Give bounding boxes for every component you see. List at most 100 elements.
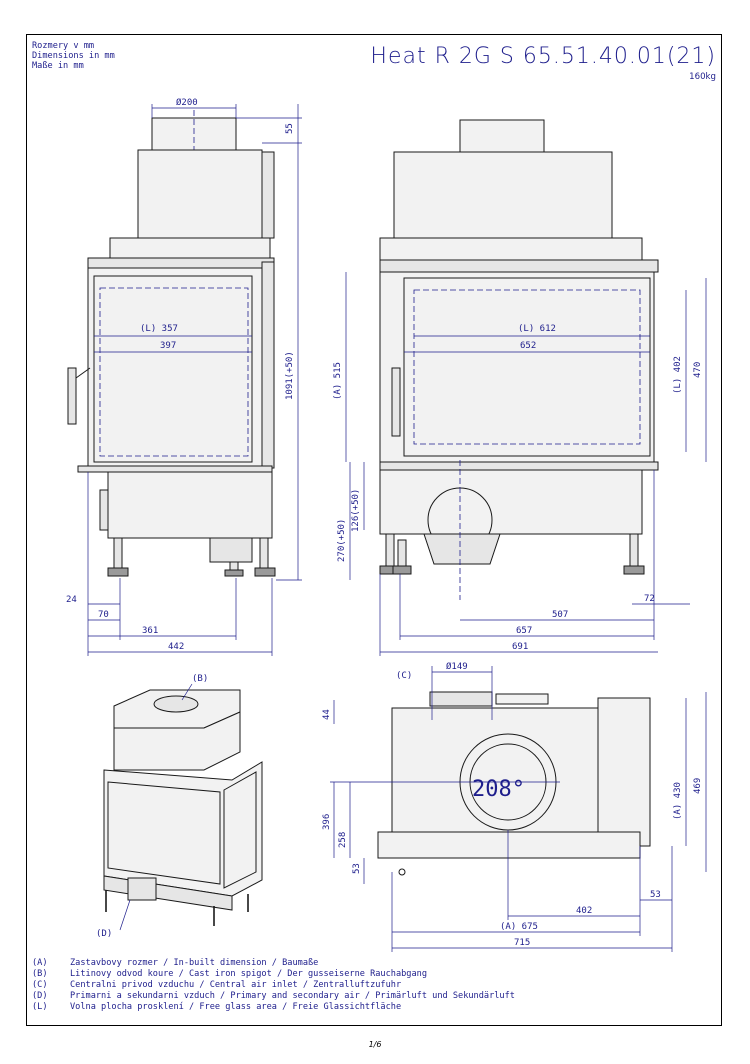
leg <box>113 537 123 569</box>
front-dim-361: 361 <box>142 626 158 636</box>
top-dim-53b: 53 <box>650 890 661 900</box>
side-l-402: (L) 402 <box>673 356 683 394</box>
legend-row-b: (B)Litinovy odvod koure / Cast iron spig… <box>32 969 427 979</box>
side-glass-width: (L) 612 <box>518 324 556 334</box>
legend-row-c: (C)Centralni privod vzduchu / Central ai… <box>32 980 402 990</box>
side-h-126: 126(+50) <box>351 489 361 532</box>
leg-foot <box>224 569 244 577</box>
front-top-55: 55 <box>285 123 295 134</box>
side-door-handle <box>391 367 401 437</box>
iso-flue <box>153 695 199 713</box>
top-dim-715: 715 <box>514 938 530 948</box>
top-side-frame <box>597 697 651 847</box>
top-bolt <box>398 868 406 876</box>
iso-b-label: (B) <box>192 674 208 684</box>
front-dim-24: 24 <box>66 595 77 605</box>
leg-foot <box>254 567 276 577</box>
front-view: Ø200 55 1091(+50) (L) 357 397 24 70 361 … <box>66 97 302 656</box>
front-air-inlet <box>209 537 253 563</box>
iso-glass-front <box>107 781 221 885</box>
side-view: (L) 612 652 (A) 515 (L) 402 470 126(+50)… <box>333 119 707 656</box>
top-front-frame <box>377 831 641 859</box>
side-base <box>379 469 643 535</box>
side-upper-frame <box>379 237 643 261</box>
front-legs <box>107 537 276 577</box>
front-glass-frame <box>93 275 253 463</box>
top-dim-258: 258 <box>338 832 348 848</box>
leg-foot <box>107 567 129 577</box>
iso-glass-side <box>223 771 257 889</box>
top-dim-44: 44 <box>322 709 332 720</box>
legend: (A)Zastavbovy rozmer / In-built dimensio… <box>32 958 515 1013</box>
model-weight: 160kg <box>689 72 716 82</box>
leg <box>397 539 407 567</box>
side-legs <box>379 533 645 575</box>
leg <box>259 537 269 569</box>
leg <box>385 533 395 567</box>
front-flue-diameter: Ø200 <box>176 97 198 108</box>
side-dim-691: 691 <box>512 642 528 652</box>
side-free-glass <box>413 289 641 445</box>
side-glass-frame <box>403 277 651 457</box>
top-a-675: (A) 675 <box>500 922 538 932</box>
top-a-430: (A) 430 <box>673 782 683 820</box>
front-handle-bracket <box>75 367 91 379</box>
side-dim-507: 507 <box>552 610 568 620</box>
iso-d-label: (D) <box>96 929 112 939</box>
top-air-inlet <box>429 691 493 707</box>
front-air-box <box>99 489 109 531</box>
leg-foot <box>392 565 412 575</box>
iso-hood <box>113 711 241 771</box>
front-firebox <box>87 267 265 469</box>
legend-row-d: (D)Primarni a sekundarni vzduch / Primar… <box>32 991 515 1001</box>
side-h-470: 470 <box>693 362 703 378</box>
units-de: Maße in mm <box>32 61 84 71</box>
leg <box>229 561 239 571</box>
side-a-515: (A) 515 <box>333 362 343 400</box>
leg-foot <box>623 565 645 575</box>
units-note: Rozmery v mm Dimensions in mm Maße in mm <box>32 41 115 71</box>
drawing-sheet-frame <box>26 34 722 1026</box>
iso-air-box <box>127 877 157 901</box>
side-h-270: 270(+50) <box>337 519 347 562</box>
model-title: Heat R 2G S 65.51.40.01(21) <box>370 44 716 69</box>
front-right-jamb <box>261 261 275 469</box>
top-flue-diameter: Ø149 <box>446 661 468 672</box>
front-base <box>107 471 273 539</box>
front-frame-lip <box>87 257 275 269</box>
side-top-hood <box>393 151 613 239</box>
isometric-view: (B) (D) <box>96 674 263 939</box>
leg <box>629 533 639 567</box>
side-bottom-rail <box>379 461 659 471</box>
leader-d <box>119 899 131 931</box>
top-dim-469: 469 <box>693 778 703 794</box>
front-upper-frame <box>109 237 271 259</box>
side-flue-collar <box>459 119 545 153</box>
page-number: 1/6 <box>368 1040 382 1049</box>
top-rear-duct <box>495 693 549 705</box>
front-width-397: 397 <box>160 341 176 351</box>
top-dim-396: 396 <box>322 814 332 830</box>
front-top-hood <box>137 149 263 239</box>
side-frame-lip <box>379 259 659 273</box>
front-height: 1091(+50) <box>285 351 295 400</box>
side-dim-72: 72 <box>644 594 655 604</box>
front-hood-side-panel <box>261 151 275 239</box>
leader-b <box>181 683 193 701</box>
front-dim-70: 70 <box>98 610 109 620</box>
front-glass-width: (L) 357 <box>140 324 178 334</box>
front-free-glass <box>99 287 249 457</box>
side-width-652: 652 <box>520 341 536 351</box>
units-en: Dimensions in mm <box>32 51 115 61</box>
front-bottom-rail <box>77 465 273 473</box>
top-c-label: (C) <box>396 671 412 681</box>
top-view: 208° Ø149 (C) 44 396 258 53 (A) 430 469 … <box>322 661 707 952</box>
front-door-handle <box>67 367 77 425</box>
front-dim-442: 442 <box>168 642 184 652</box>
top-dim-402: 402 <box>576 906 592 916</box>
top-dim-53a: 53 <box>352 863 362 874</box>
side-air-duct <box>423 533 501 565</box>
side-firebox <box>379 271 655 463</box>
units-cz: Rozmery v mm <box>32 41 95 51</box>
